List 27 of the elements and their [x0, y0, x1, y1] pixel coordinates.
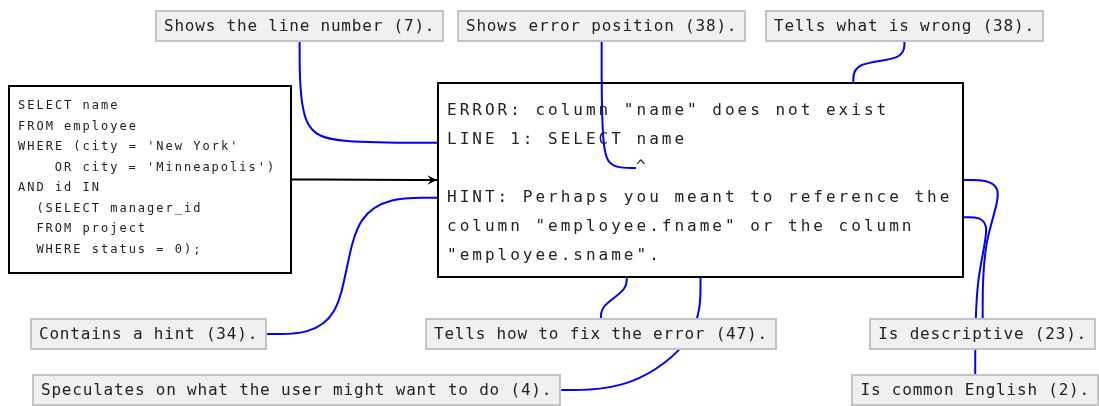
caret-text: ^ — [636, 156, 649, 176]
annotation-label: Shows the line number (7). — [155, 10, 445, 42]
leader-line — [963, 179, 999, 319]
code-line: AND id IN — [18, 179, 103, 196]
annotation-label: Tells what is wrong (38). — [765, 10, 1044, 42]
annotation-label: Is common English (2). — [851, 374, 1099, 406]
error-message-box — [437, 82, 964, 278]
code-line: WHERE (city = 'New York' — [18, 138, 241, 155]
leader-line — [599, 277, 628, 319]
annotation-label: Is descriptive (23). — [869, 318, 1096, 350]
code-line: FROM employee — [18, 117, 139, 135]
leader-line — [600, 41, 637, 169]
error-text: HINT: Perhaps you meant to reference the column "employee.fname" or the column "employee.sname". — [447, 186, 954, 266]
code-line: FROM project — [36, 220, 149, 237]
leader-line — [298, 41, 438, 144]
annotation-label: Tells how to fix the error (47). — [425, 318, 777, 350]
arrow — [291, 175, 438, 185]
code-line: OR city = 'Minneapolis') — [54, 158, 278, 176]
annotation-label: Speculates on what the user might want to do (4). — [32, 374, 562, 406]
code-line: WHERE status = 0); — [36, 240, 204, 258]
code-box — [8, 85, 292, 274]
leader-line — [266, 196, 438, 335]
leader-line — [852, 41, 906, 83]
annotation-label: Contains a hint (34). — [30, 318, 268, 350]
code-line: (SELECT manager_id — [36, 199, 204, 217]
annotation-label: Shows error position (38). — [457, 10, 747, 42]
code-line: SELECT name — [18, 97, 121, 114]
